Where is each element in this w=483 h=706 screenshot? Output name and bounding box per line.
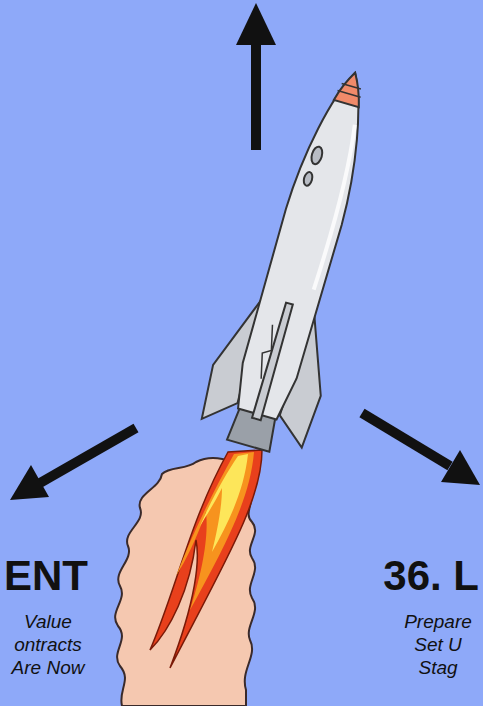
section-description: Prepare Set U Stag — [397, 610, 479, 679]
rocket-body — [194, 57, 409, 461]
rocket-flame — [150, 450, 262, 668]
section-description: Value ontracts Are Now — [0, 610, 96, 679]
section-heading: 36. L — [383, 553, 479, 599]
direction-arrows — [10, 3, 480, 500]
section-heading: ENT — [4, 553, 88, 599]
